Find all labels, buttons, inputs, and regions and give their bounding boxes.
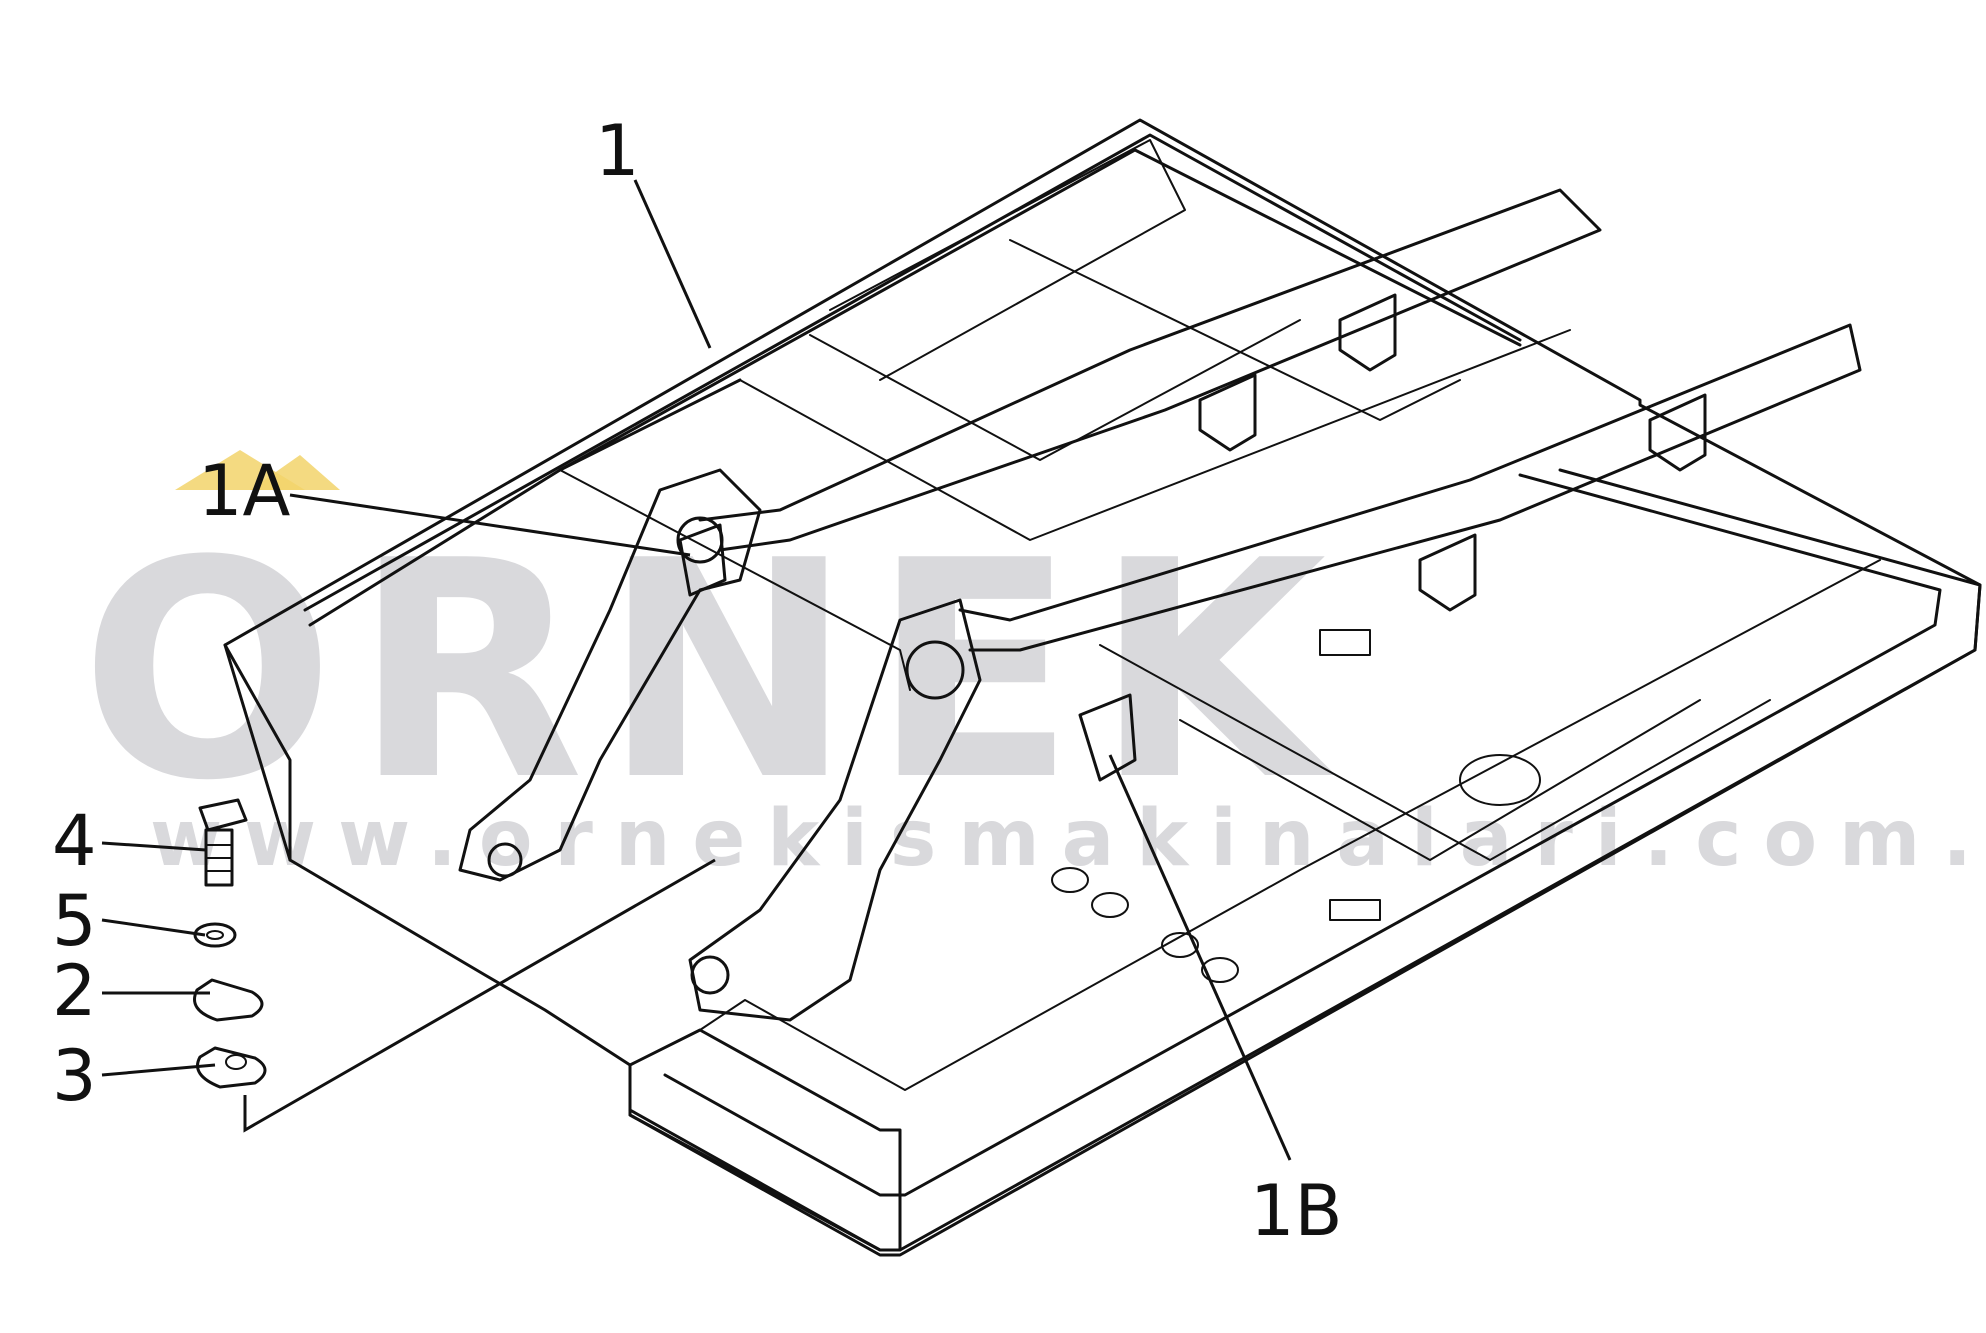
- leader-3: [101, 1063, 216, 1077]
- cross-member-3: [809, 319, 1301, 461]
- callout-1: 1: [595, 110, 640, 192]
- callout-2: 2: [52, 950, 97, 1032]
- loose-hardware: [193, 798, 716, 1133]
- hardware-bracket-line: [243, 858, 716, 1133]
- watermark-logo-accent-2: [250, 455, 340, 490]
- yoke-4: [1648, 393, 1707, 472]
- cross-member-6: [1179, 699, 1701, 861]
- right-boom-foot: [688, 598, 982, 1022]
- boom-arm-lower: [958, 323, 1862, 652]
- gasket-plate-icon: [196, 1046, 267, 1089]
- callout-3: 3: [52, 1035, 97, 1117]
- floor-opening-4: [1201, 957, 1239, 983]
- floor-opening-5: [1459, 754, 1541, 806]
- front-pan-floor: [699, 559, 1881, 1091]
- floor-opening-1: [1051, 867, 1089, 893]
- cross-member-2: [739, 329, 1571, 541]
- boom-arm-upper: [698, 188, 1602, 552]
- bolt-icon: [198, 798, 248, 887]
- watermark: ORNEK www.ornekismakinalari.com.tr: [80, 450, 1986, 884]
- frame-outline: [223, 118, 1982, 1257]
- yoke-1: [1198, 373, 1257, 452]
- callout-4: 4: [52, 800, 97, 882]
- watermark-url: www.ornekismakinalari.com.tr: [150, 794, 1986, 884]
- leader-5: [101, 918, 206, 937]
- right-boom-foot-pin: [690, 955, 730, 995]
- callout-1b: 1B: [1250, 1170, 1343, 1252]
- cross-member-4: [1009, 239, 1461, 421]
- right-boom-pin: [905, 640, 965, 700]
- left-boom-foot-pin: [487, 842, 523, 878]
- left-deck-top: [303, 133, 1522, 612]
- plate-1b: [1078, 693, 1137, 782]
- left-deck-edge: [223, 643, 292, 862]
- rear-rail: [558, 148, 1522, 472]
- pad-2: [1319, 629, 1371, 656]
- leader-1a: [289, 493, 691, 557]
- right-pan-inner: [663, 473, 1942, 1197]
- callout-1a: 1A: [198, 450, 291, 532]
- callout-5: 5: [52, 880, 97, 962]
- callout-labels: 1 1A 1B 4 5 2 3: [52, 110, 1343, 1252]
- floor-opening-2: [1091, 892, 1129, 918]
- plate-1a: [678, 523, 727, 597]
- front-pan: [628, 1028, 902, 1252]
- cross-member-5: [1099, 644, 1771, 861]
- yoke-3: [1418, 533, 1477, 612]
- watermark-logo: ORNEK: [80, 497, 1345, 846]
- pad-1: [1329, 899, 1381, 921]
- leader-lines: [101, 179, 1292, 1161]
- upper-frame-assembly: [223, 118, 1982, 1257]
- leader-4: [101, 841, 207, 852]
- leader-1: [633, 179, 712, 349]
- rear-plate: [829, 139, 1186, 381]
- left-boom-foot: [458, 468, 762, 882]
- leader-1b: [1108, 754, 1292, 1161]
- yoke-2: [1338, 293, 1397, 372]
- shim-plate-icon: [193, 978, 264, 1022]
- floor-opening-3: [1161, 932, 1199, 958]
